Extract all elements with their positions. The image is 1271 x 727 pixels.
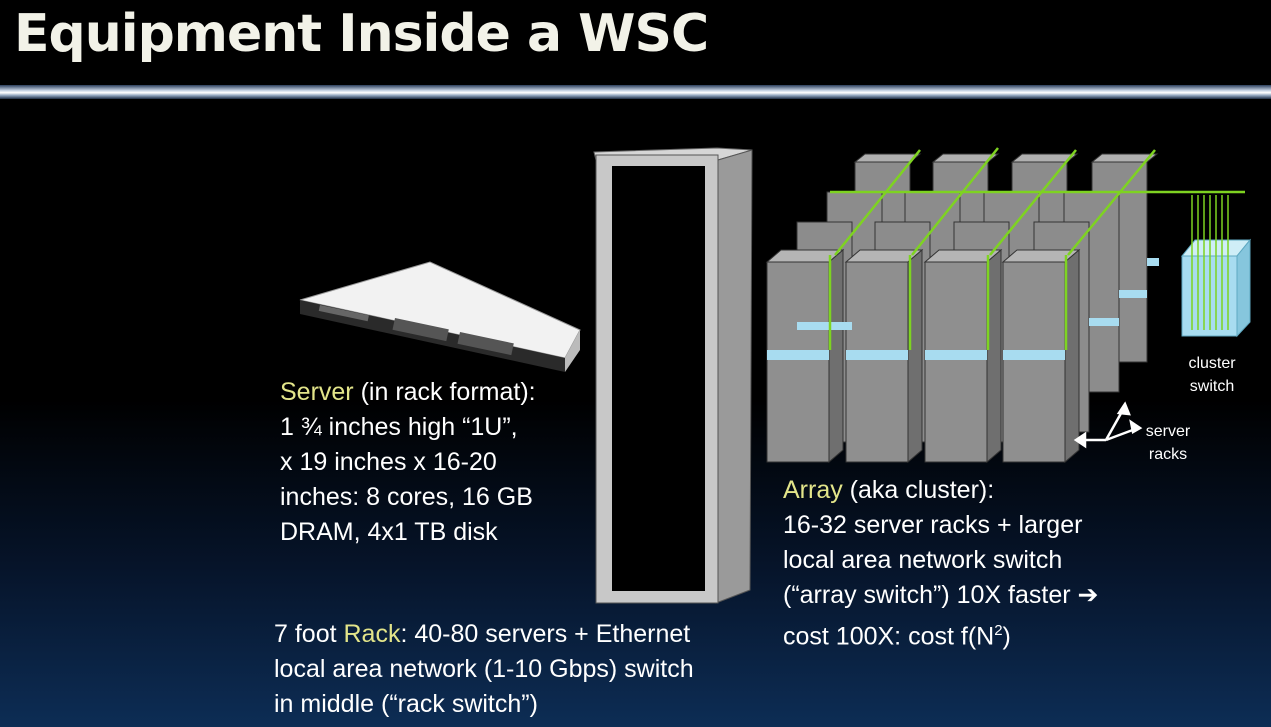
cluster-array-image [765, 147, 1252, 464]
rack-heading-line: 7 foot Rack: 40-80 servers + Ethernet [274, 617, 694, 652]
server-racks-label-line2: racks [1148, 446, 1188, 463]
server-line: DRAM, 4x1 TB disk [280, 518, 498, 546]
cluster-switch-label-line1: cluster [1188, 355, 1236, 372]
array-line: local area network switch [783, 546, 1063, 574]
rack-prefix: 7 foot [274, 620, 344, 648]
rack-keyword: Rack [343, 620, 401, 648]
server-line: 1 ¾ inches high “1U”, [280, 413, 518, 441]
rack-heading-rest: : 40-80 servers + Ethernet [400, 620, 691, 648]
server-line: inches: 8 cores, 16 GB [280, 483, 533, 511]
cluster-switch-label: cluster switch [1176, 352, 1248, 398]
array-cost-exponent: 2 [994, 622, 1003, 639]
server-description: Server (in rack format): 1 ¾ inches high… [280, 375, 536, 550]
array-keyword: Array [783, 476, 843, 504]
server-racks-label-line1: server [1145, 423, 1191, 440]
server-heading-line: Server (in rack format): [280, 375, 536, 410]
array-heading-rest: (aka cluster): [842, 476, 995, 504]
array-cost-line: cost 100X: cost f(N2) [783, 613, 1098, 654]
server-line: x 19 inches x 16-20 [280, 448, 497, 476]
slide-title: Equipment Inside a WSC [14, 4, 709, 64]
cluster-switch-label-line2: switch [1189, 378, 1235, 395]
array-description: Array (aka cluster): 16-32 server racks … [783, 473, 1098, 654]
array-heading-line: Array (aka cluster): [783, 473, 1098, 508]
array-line: 16-32 server racks + larger [783, 511, 1083, 539]
array-line: (“array switch”) 10X faster ➔ [783, 581, 1099, 609]
cluster-switch-image [1180, 195, 1252, 338]
rack-image [593, 147, 753, 604]
server-image [299, 261, 581, 372]
title-divider [0, 85, 1271, 99]
server-heading-rest: (in rack format): [353, 378, 536, 406]
rack-line: local area network (1-10 Gbps) switch [274, 655, 694, 683]
array-cost-close: ) [1002, 622, 1011, 651]
server-racks-label: server racks [1132, 420, 1204, 466]
rack-description: 7 foot Rack: 40-80 servers + Ethernet lo… [274, 617, 694, 722]
rack-line: in middle (“rack switch”) [274, 690, 538, 718]
server-keyword: Server [280, 378, 354, 406]
direction-arrows [1073, 401, 1143, 449]
array-cost-text: cost 100X: cost f(N [783, 622, 995, 651]
